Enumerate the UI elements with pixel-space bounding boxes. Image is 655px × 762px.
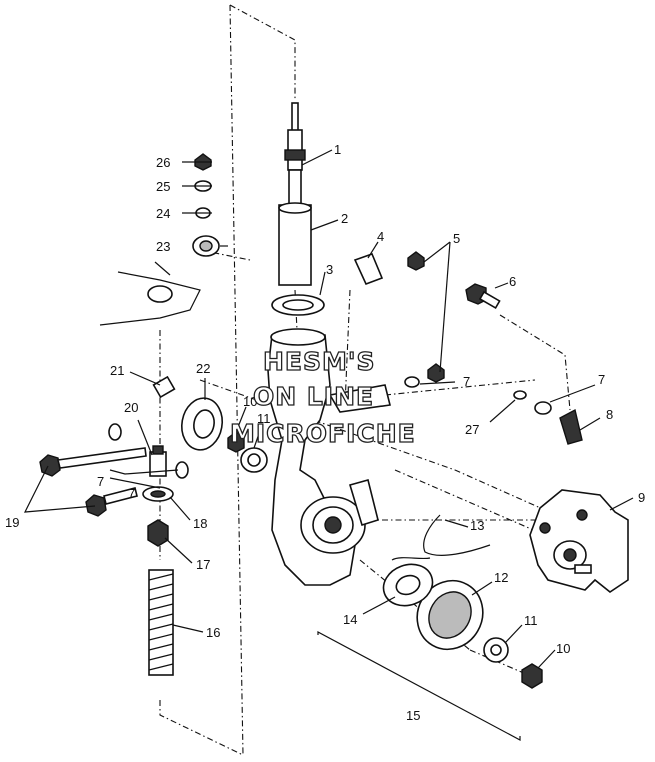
callout-6: 6 <box>509 274 516 289</box>
washer-14 <box>382 563 434 607</box>
strut-tube <box>278 202 312 286</box>
rotor-12 <box>416 579 484 651</box>
callout-1: 1 <box>334 142 341 157</box>
callout-26: 26 <box>156 155 170 170</box>
clip-8 <box>559 408 583 445</box>
callout-17: 17 <box>196 557 210 572</box>
callout-20: 20 <box>124 400 138 415</box>
spring-16 <box>148 569 174 676</box>
small-nut-washer-center <box>227 431 268 473</box>
watermark-line-1: HESM'S <box>263 347 376 376</box>
fitting-20 <box>149 445 167 477</box>
callout-12: 12 <box>494 570 508 585</box>
nut-17 <box>147 519 169 547</box>
washer-18 <box>142 486 174 502</box>
callout-3: 3 <box>326 262 333 277</box>
caliper-9 <box>529 489 629 593</box>
callout-25: 25 <box>156 179 170 194</box>
callout-7-b: 7 <box>598 372 605 387</box>
steering-knuckle <box>267 328 391 586</box>
washers-7 <box>108 376 552 479</box>
bolt-6 <box>465 283 501 310</box>
upper-mount-arm <box>99 261 201 326</box>
callout-9: 9 <box>638 490 645 505</box>
callout-27: 27 <box>465 422 479 437</box>
callout-22: 22 <box>196 361 210 376</box>
bushing-21 <box>152 375 176 399</box>
small-nut-washer-lower <box>483 637 543 689</box>
leader-lines <box>23 149 634 669</box>
group-bracket-15 <box>317 630 521 742</box>
bolts-19 <box>39 447 147 517</box>
bearing-23 <box>192 235 220 257</box>
callout-23: 23 <box>156 239 170 254</box>
bracket <box>353 252 384 286</box>
watermark-line-2: ON LINE <box>253 382 374 411</box>
callout-5: 5 <box>453 231 460 246</box>
callout-19: 19 <box>5 515 19 530</box>
seal-ring <box>271 294 325 316</box>
watermark: HESM'S ON LINE MICROFICHE <box>229 346 416 448</box>
callout-8: 8 <box>606 407 613 422</box>
nut-pair <box>407 251 445 383</box>
callout-24: 24 <box>156 206 170 221</box>
wire-13 <box>391 514 491 561</box>
callout-16: 16 <box>206 625 220 640</box>
strut-rod <box>284 102 306 211</box>
callout-7-d: 7 <box>128 486 135 501</box>
callout-21: 21 <box>110 363 124 378</box>
callout-4: 4 <box>377 229 384 244</box>
hub-22 <box>180 397 224 451</box>
callout-13: 13 <box>470 518 484 533</box>
callout-15: 15 <box>406 708 420 723</box>
callout-2: 2 <box>341 211 348 226</box>
callout-10-b: 10 <box>556 641 570 656</box>
callout-18: 18 <box>193 516 207 531</box>
callout-11-b: 11 <box>524 613 538 628</box>
center-axis-lines <box>159 4 571 756</box>
watermark-line-3: MICROFICHE <box>230 419 416 448</box>
callout-10-a: 10 <box>243 394 257 409</box>
callout-labels: 1 2 3 4 5 6 7 8 9 10 11 12 13 14 15 16 1… <box>5 142 645 723</box>
callout-14: 14 <box>343 612 357 627</box>
callout-7-c: 7 <box>97 474 104 489</box>
callout-11-a: 11 <box>257 411 271 426</box>
callout-7-a: 7 <box>463 374 470 389</box>
